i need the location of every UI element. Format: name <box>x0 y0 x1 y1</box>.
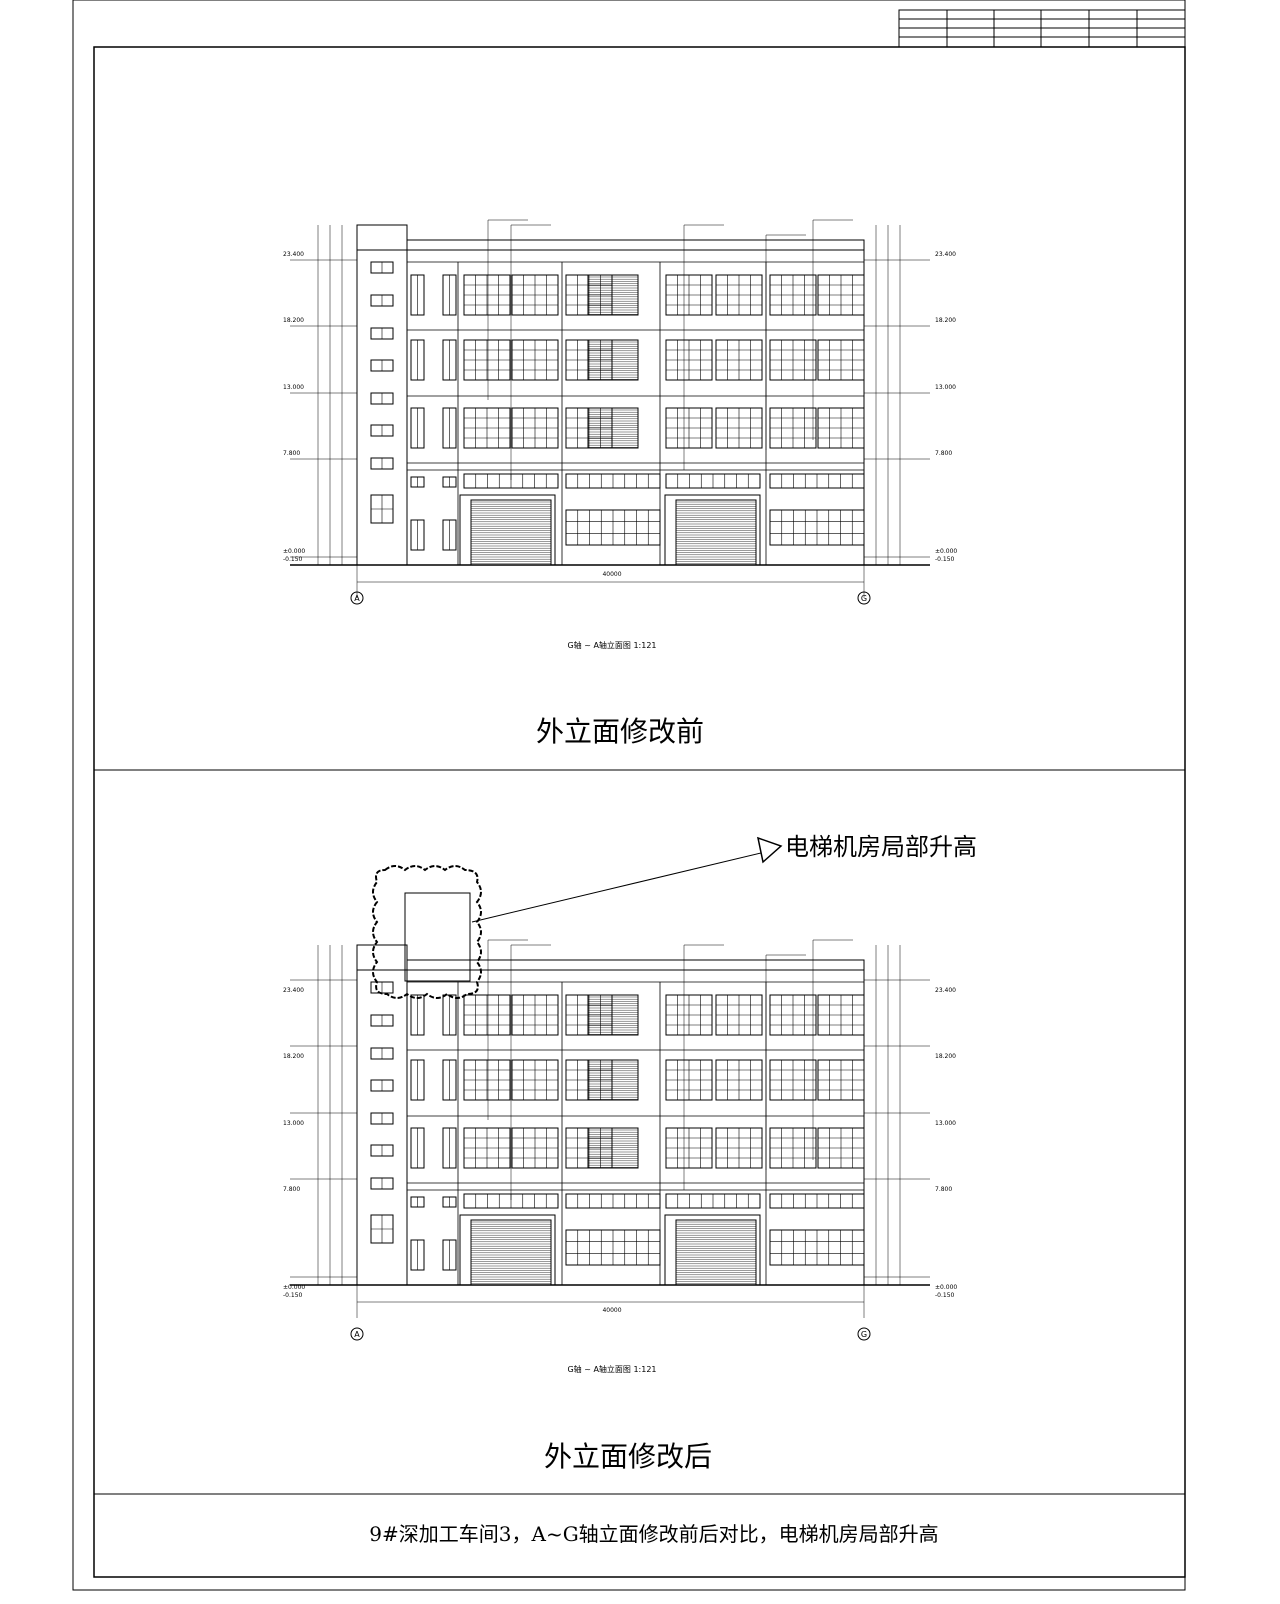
level-label: ±0.000 <box>283 548 305 555</box>
entrance-frame <box>459 494 556 566</box>
level-label: 7.800 <box>283 1186 300 1193</box>
axis-label-right: G <box>861 594 867 603</box>
axis-bubble-right <box>857 591 871 605</box>
outer-border <box>72 0 1186 1591</box>
level-label: 23.400 <box>283 251 304 258</box>
panel-title: 外立面修改前 <box>536 715 704 748</box>
entrance-frame <box>664 1214 761 1286</box>
level-label: 7.800 <box>283 450 300 457</box>
title-block <box>898 9 1186 48</box>
machine-room-raised <box>404 892 471 982</box>
level-label: 18.200 <box>935 317 956 324</box>
callout-arrow <box>756 836 783 864</box>
axis-label-left: A <box>354 1330 360 1339</box>
drawing-subtitle: G轴 ~ A轴立面图 1:121 <box>567 640 656 650</box>
axis-bubble-right <box>857 1327 871 1341</box>
level-label: ±0.000 <box>283 1284 305 1291</box>
level-label: 13.000 <box>283 1120 304 1127</box>
rolling-shutter <box>470 499 552 566</box>
rolling-shutter <box>587 1127 639 1169</box>
level-label: -0.150 <box>283 1292 303 1299</box>
axis-bubble-left <box>350 1327 364 1341</box>
parapet <box>406 959 865 971</box>
level-label: 18.200 <box>283 317 304 324</box>
sheet-caption: 9#深加工车间3，A~G轴立面修改前后对比，电梯机房局部升高 <box>369 1522 938 1546</box>
rolling-shutter <box>587 274 639 316</box>
elevation-before: A G 40000 23.400 18.200 13.000 7.800 ±0.… <box>283 219 957 748</box>
drawing-subtitle: G轴 ~ A轴立面图 1:121 <box>567 1364 656 1374</box>
level-label: 18.200 <box>935 1053 956 1060</box>
level-label: -0.150 <box>935 556 955 563</box>
axis-bubble-left <box>350 591 364 605</box>
stair-core <box>356 224 408 566</box>
rolling-shutter <box>587 407 639 449</box>
level-label: 13.000 <box>283 384 304 391</box>
axis-label-left: A <box>354 594 360 603</box>
level-label: -0.150 <box>935 1292 955 1299</box>
level-label: 13.000 <box>935 384 956 391</box>
rolling-shutter <box>587 339 639 381</box>
rolling-shutter <box>675 1219 757 1286</box>
elevation-after-body <box>290 939 930 1318</box>
level-label: 18.200 <box>283 1053 304 1060</box>
elevation-after: 电梯机房局部升高 A G 40000 23.400 18.200 13.000 … <box>283 833 977 1473</box>
panel-title: 外立面修改后 <box>544 1440 712 1473</box>
parapet <box>406 239 865 251</box>
level-label: ±0.000 <box>935 548 957 555</box>
total-width-dim: 40000 <box>602 571 621 578</box>
level-label: 23.400 <box>283 987 304 994</box>
rolling-shutter <box>587 1059 639 1101</box>
rolling-shutter <box>675 499 757 566</box>
level-label: -0.150 <box>283 556 303 563</box>
rolling-shutter <box>470 1219 552 1286</box>
level-label: 13.000 <box>935 1120 956 1127</box>
axis-label-right: G <box>861 1330 867 1339</box>
entrance-frame <box>664 494 761 566</box>
revision-cloud <box>372 865 482 999</box>
stair-core <box>356 944 408 1286</box>
callout-leader <box>471 851 766 923</box>
callout-text: 电梯机房局部升高 <box>785 833 977 861</box>
total-width-dim: 40000 <box>602 1307 621 1314</box>
level-label: ±0.000 <box>935 1284 957 1291</box>
level-label: 23.400 <box>935 987 956 994</box>
level-label: 23.400 <box>935 251 956 258</box>
level-label: 7.800 <box>935 450 952 457</box>
entrance-frame <box>459 1214 556 1286</box>
inner-frame <box>93 46 1186 1578</box>
rolling-shutter <box>587 994 639 1036</box>
level-label: 7.800 <box>935 1186 952 1193</box>
elevation-before-body <box>290 219 930 598</box>
